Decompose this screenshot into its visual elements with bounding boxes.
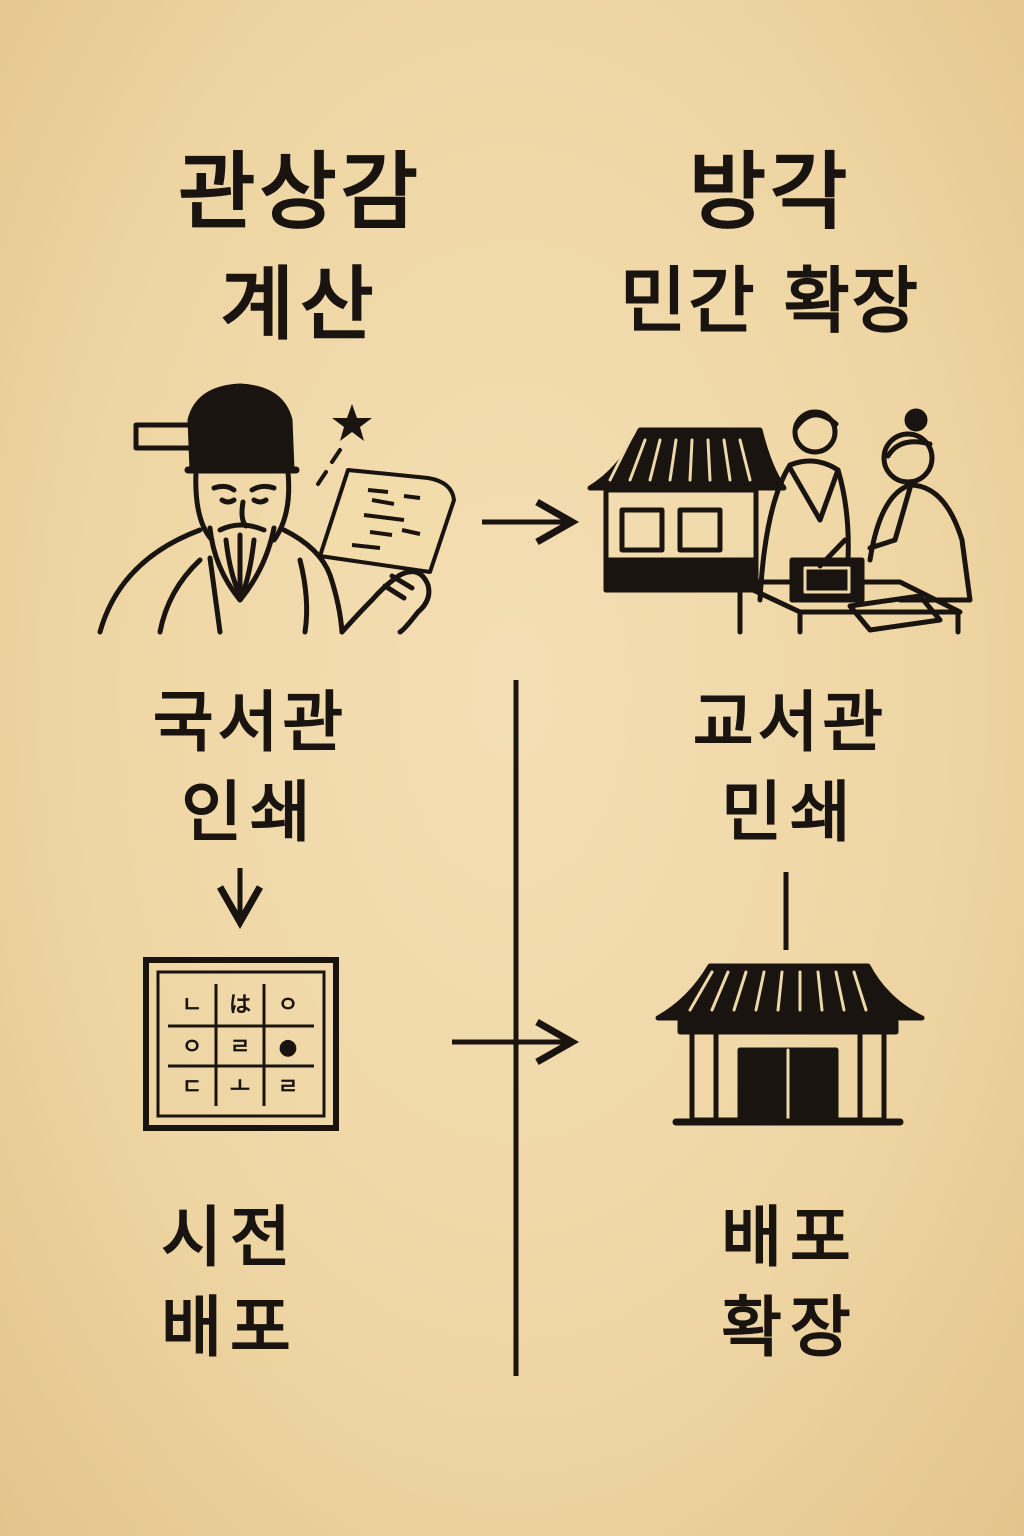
calendar-cell: ㅗ (230, 1075, 250, 1100)
left-title-line1: 관상감 (178, 143, 422, 241)
right-title-line2: 민간 확장 (619, 259, 921, 343)
right-middle-line2: 민쇄 (721, 774, 859, 851)
calendar-cell: ㄹ (278, 1075, 298, 1100)
woodblock-shop-icon (587, 408, 973, 635)
left-middle-line2: 인쇄 (181, 774, 319, 851)
calendar-cell: ㄴ (182, 993, 202, 1018)
almanac-sheet-icon (318, 468, 456, 574)
hanok-gate-icon (655, 963, 925, 1126)
left-bottom-line2: 배포 (161, 1289, 299, 1366)
calendar-cell: ㅇ (182, 1035, 202, 1060)
left-title-line2: 계산 (220, 258, 380, 351)
right-bottom-line1: 배포 (721, 1199, 859, 1276)
right-middle-line1: 교서관 (692, 684, 888, 761)
right-bottom-line2: 확장 (721, 1289, 859, 1366)
calendar-grid-icon: ㄴ は ㅇ ㅇ ㄹ ● ㄷ ㅗ ㄹ (143, 957, 339, 1131)
left-middle-line1: 국서관 (152, 684, 348, 761)
calendar-cell: ㅇ (278, 993, 298, 1018)
star-icon (316, 404, 372, 486)
left-bottom-line1: 시전 (161, 1199, 299, 1276)
right-title-line1: 방각 (688, 143, 852, 241)
calendar-cell: ● (278, 1035, 297, 1060)
astronomer-icon (97, 383, 432, 635)
calendar-cell: ㄹ (230, 1035, 250, 1060)
calendar-cell: ㄷ (182, 1075, 202, 1100)
calendar-cell: は (229, 993, 251, 1018)
